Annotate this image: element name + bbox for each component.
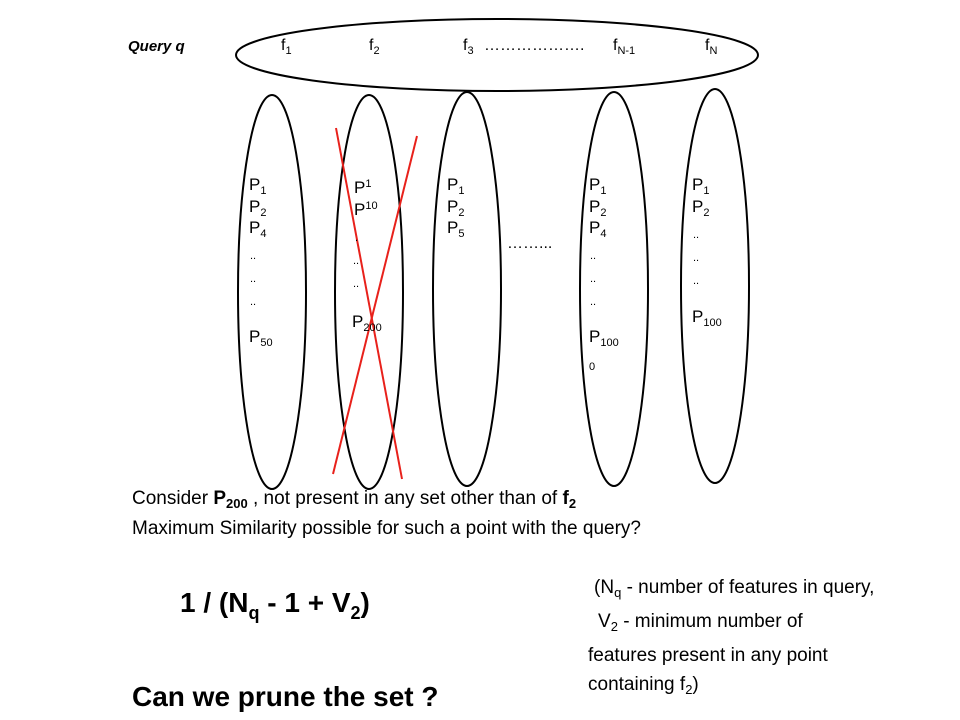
set2-dots-3: .. [353,278,360,290]
set1-item-1: P1 [249,175,267,197]
cross-line-1 [335,127,403,480]
note-line-4: containing f2) [588,674,699,697]
similarity-formula: 1 / (Nq - 1 + V2) [180,587,370,623]
set4-dots-2: .. [590,273,597,285]
set4-item-3: P4 [589,218,607,240]
cross-line-2 [332,135,418,475]
set-ellipse-f2 [334,94,404,490]
set3-item-2: P2 [447,197,465,219]
note-line-2: V2 - minimum number of [598,611,803,634]
feature-fn: fN [705,37,718,57]
set5-dots-2: .. [693,252,700,264]
set4-item-2: P2 [589,197,607,219]
feature-f2: f2 [369,37,380,57]
consider-line: Consider P200 , not present in any set o… [132,488,577,511]
set1-dots-2: .. [250,273,257,285]
note-line-3: features present in any point [588,645,828,666]
feature-ellipsis: ………………. [484,37,585,54]
set3-item-1: P1 [447,175,465,197]
set-ellipse-f3 [432,91,502,487]
feature-f3: f3 [463,37,474,57]
set-ellipse-fn-1 [579,91,649,487]
set1-item-2: P2 [249,197,267,219]
set2-item-1: P1 [354,178,372,197]
set-ellipse-f1 [237,94,307,490]
set4-item-last-wrap: 0 [589,361,596,373]
set5-dots-3: .. [693,275,700,287]
set3-item-3: P5 [447,218,465,240]
set-ellipse-fn [680,88,750,484]
set4-item-last: P100 [589,327,619,349]
set1-item-3: P4 [249,218,267,240]
set1-item-last: P50 [249,327,273,349]
set5-item-1: P1 [692,175,710,197]
query-ellipse [235,18,759,92]
set5-item-last: P100 [692,307,722,329]
prune-question: Can we prune the set ? [132,681,439,712]
max-similarity-line: Maximum Similarity possible for such a p… [132,518,641,539]
sets-gap-ellipsis: ……... [507,235,553,252]
set2-item-last: P200 [352,312,382,334]
set2-dots-2: .. [353,255,360,267]
set4-dots-3: .. [590,296,597,308]
feature-fn-1: fN-1 [613,37,636,57]
feature-f1: f1 [281,37,292,57]
set4-dots-1: .. [590,250,597,262]
set2-item-2: P10 [354,200,378,219]
formula-note: (Nq - number of features in query, V2 - … [588,573,874,704]
query-label: Query q [128,38,185,55]
set2-dots-1: . [355,232,359,244]
set1-dots-3: .. [250,296,257,308]
set5-dots-1: .. [693,229,700,241]
note-line-1: (Nq - number of features in query, [594,577,875,600]
set5-item-2: P2 [692,197,710,219]
set4-item-1: P1 [589,175,607,197]
set1-dots-1: .. [250,250,257,262]
